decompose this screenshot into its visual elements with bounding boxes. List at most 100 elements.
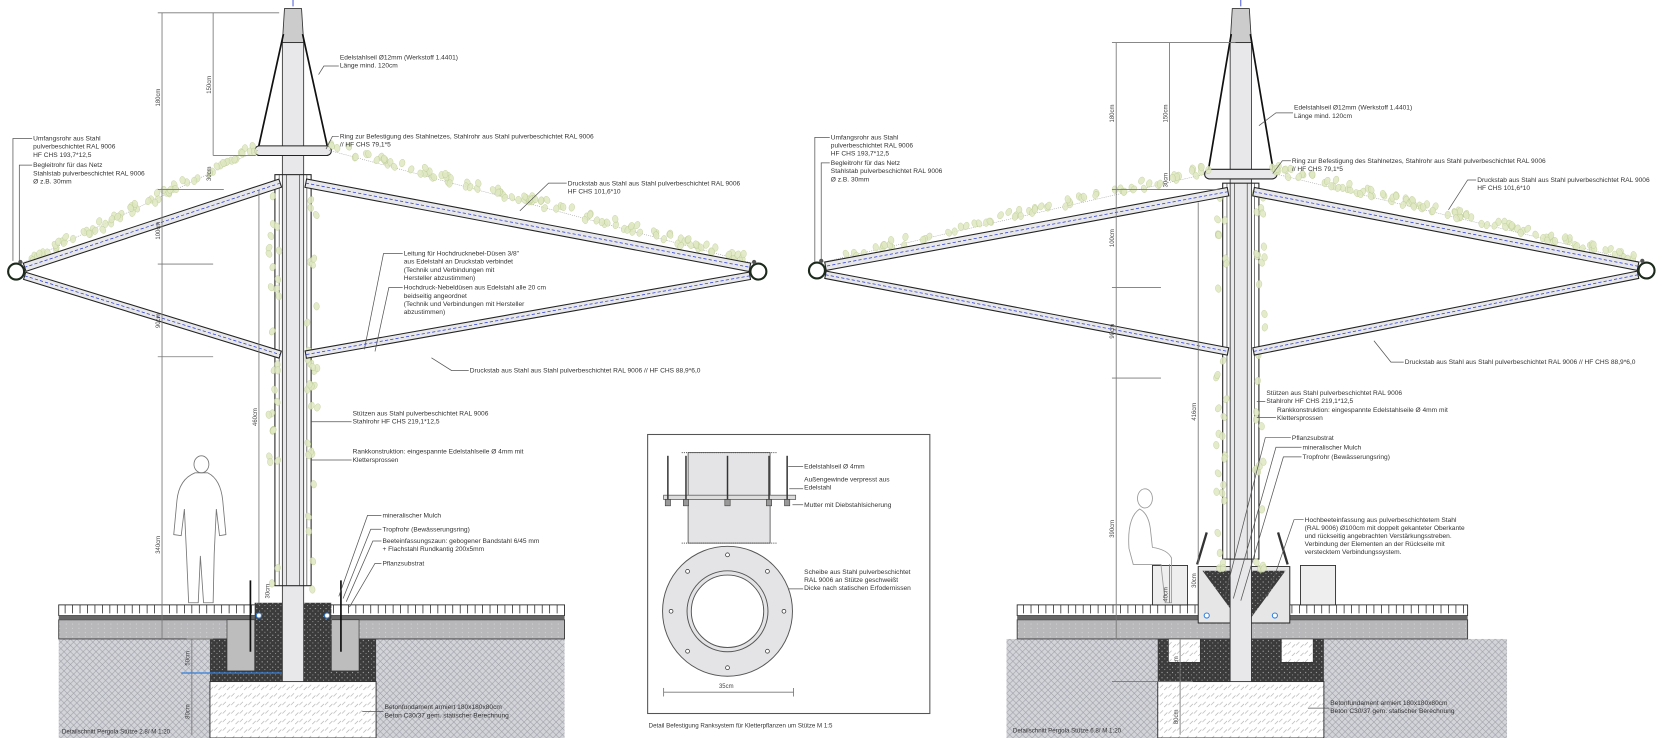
- climbing-plant-leaf: [734, 250, 741, 259]
- climbing-plant-leaf: [501, 193, 509, 202]
- strut-centerline: [305, 275, 750, 355]
- climbing-plant-leaf: [269, 327, 276, 336]
- strut-centerline: [825, 191, 1229, 267]
- label-nut: Mutter mit Diebstahlsicherung: [804, 502, 892, 509]
- climbing-plant-leaf: [1221, 454, 1228, 463]
- steel-column: [281, 155, 305, 682]
- climbing-plant-leaf: [309, 260, 316, 269]
- climbing-plant-leaf: [515, 195, 522, 205]
- climbing-plant-leaf: [92, 226, 99, 235]
- climbing-plant-leaf: [604, 218, 611, 227]
- climbing-plant-leaf: [273, 284, 280, 293]
- climbing-plant-leaf: [945, 228, 952, 237]
- climbing-plant-leaf: [521, 192, 528, 201]
- climbing-plant-leaf: [131, 199, 139, 208]
- climbing-plant-leaf: [1213, 441, 1220, 450]
- trellis-cage: [1222, 182, 1260, 560]
- steel-cable: [301, 33, 329, 151]
- nut-icon: [724, 499, 731, 507]
- climbing-plant-leaf: [568, 203, 575, 212]
- climbing-plant-leaf: [274, 366, 281, 375]
- climbing-plant-leaf: [1495, 217, 1502, 226]
- climbing-plant-leaf: [703, 240, 710, 249]
- left-section-drawing: [7, 8, 768, 738]
- label-mist-nozzles: Hochdruck-Nebeldüsen aus Edelstahl alle …: [404, 285, 547, 316]
- climbing-plant-leaf: [1219, 432, 1226, 441]
- climbing-plant-leaf: [1005, 208, 1012, 216]
- climbing-plant-leaf: [1284, 173, 1292, 181]
- drip-pipe: [1203, 612, 1210, 619]
- climbing-plant-leaf: [80, 228, 88, 237]
- right-section-drawing: [807, 8, 1656, 738]
- climbing-plant-leaf: [1346, 179, 1353, 189]
- label-substrate: Pflanzsubstrat: [382, 560, 424, 567]
- climbing-plant-leaf: [633, 221, 641, 230]
- climbing-plant-leaf: [1453, 214, 1460, 223]
- label-drip: Tropfrohr (Bewässerungsring): [1303, 454, 1390, 461]
- climbing-plant-leaf: [152, 198, 159, 207]
- column-opening: [690, 574, 765, 648]
- climbing-plant-leaf: [1080, 192, 1088, 201]
- climbing-plant-leaf: [417, 169, 424, 178]
- dim-total-top: 180cm: [156, 89, 162, 107]
- climbing-plant-leaf: [1590, 240, 1597, 249]
- climbing-plant-leaf: [1429, 206, 1436, 215]
- climbing-plant-leaf: [881, 241, 888, 249]
- climbing-plant-leaf: [693, 240, 700, 249]
- climbing-plant-leaf: [1456, 207, 1464, 216]
- bolt-icon: [781, 608, 787, 614]
- climbing-plant-leaf: [213, 162, 221, 171]
- climbing-plant-leaf: [1222, 395, 1230, 403]
- climbing-plant-leaf: [305, 512, 312, 521]
- climbing-plant-leaf: [313, 302, 320, 311]
- climbing-plant-leaf: [1420, 203, 1427, 212]
- climbing-plant-leaf: [1214, 528, 1221, 537]
- climbing-plant-leaf: [466, 183, 474, 192]
- climbing-plant-leaf: [653, 231, 660, 240]
- right-dimensions: 180cm 150cm 30cm 100cm 90cm 416cm 390cm …: [1110, 42, 1236, 735]
- dim-upper: 100cm: [156, 222, 162, 240]
- steel-column: [1229, 178, 1252, 682]
- climbing-plant-leaf: [1256, 280, 1263, 289]
- dim-lower: 90cm: [156, 313, 162, 328]
- climbing-plant-leaf: [1220, 480, 1227, 489]
- bolt-icon: [765, 569, 770, 574]
- climbing-plant-leaf: [305, 451, 312, 460]
- climbing-plant-leaf: [309, 585, 316, 594]
- climbing-plant-leaf: [842, 249, 850, 258]
- dim-pit: 50cm: [186, 651, 192, 666]
- strut: [1252, 186, 1640, 272]
- bolt-icon: [725, 665, 730, 671]
- climbing-plant-leaf: [1258, 505, 1266, 514]
- strut-centerline: [305, 182, 750, 268]
- dim-upper: 100cm: [1110, 229, 1116, 247]
- climbing-plant-leaf: [1410, 202, 1417, 211]
- climbing-plant-leaf: [1064, 195, 1071, 204]
- label-edging: Beeteinfassungszaun: gebogener Bandstahl…: [382, 538, 539, 553]
- climbing-plant-leaf: [902, 232, 909, 241]
- bolt-icon: [725, 552, 730, 558]
- bench-block: [1151, 565, 1188, 606]
- climbing-plant-leaf: [345, 142, 352, 151]
- climbing-plant-leaf: [269, 192, 276, 201]
- column-cap: [281, 8, 305, 44]
- climbing-plant-leaf: [685, 235, 692, 244]
- climbing-plant-leaf: [740, 249, 747, 259]
- climbing-plant-leaf: [1502, 223, 1509, 231]
- drip-pipe: [324, 612, 331, 619]
- climbing-plant-leaf: [708, 247, 715, 256]
- climbing-plant-leaf: [390, 162, 398, 171]
- strut-centerline: [1253, 191, 1639, 267]
- climbing-plant-leaf: [1011, 212, 1018, 221]
- steel-cable: [1249, 33, 1275, 174]
- climbing-plant-leaf: [986, 217, 994, 226]
- climbing-plant-leaf: [1517, 228, 1524, 237]
- climbing-plant-leaf: [1524, 224, 1531, 233]
- climbing-plant-leaf: [1221, 216, 1228, 225]
- label-mulch: mineralischer Mulch: [382, 513, 441, 520]
- climbing-plant-leaf: [598, 218, 605, 227]
- detail-panel: 35cm Edelstahlseil Ø 4mm Außengewinde ve…: [647, 433, 931, 729]
- climbing-plant-leaf: [304, 318, 311, 327]
